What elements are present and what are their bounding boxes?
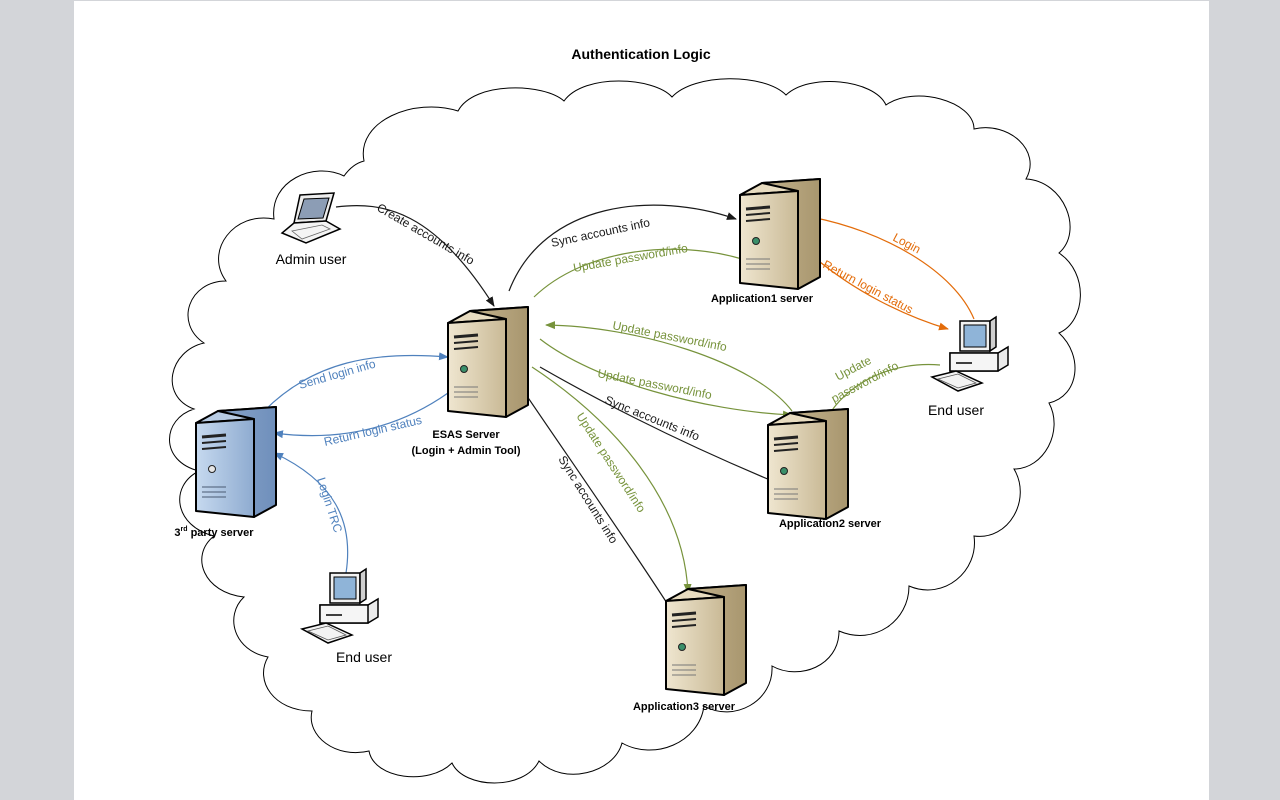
edge-sync-app3 bbox=[513, 376, 673, 612]
edge-label-return-login-status-app: Return login status bbox=[821, 257, 916, 316]
app3-server-label: Application3 server bbox=[633, 701, 736, 713]
esas-server-label-line1: ESAS Server bbox=[432, 429, 500, 441]
edge-create-accounts bbox=[335, 205, 495, 307]
app1-server-icon bbox=[738, 177, 822, 291]
end-user-right-label: End user bbox=[928, 402, 984, 418]
edge-label-update-from-app1: Update password/info bbox=[572, 241, 689, 275]
edge-label-create-accounts: Create accounts info bbox=[375, 200, 478, 267]
esas-server-label-line2: (Login + Admin Tool) bbox=[411, 445, 520, 457]
edge-label-update-to-esas: Update password/info bbox=[611, 318, 728, 354]
cloud-boundary bbox=[169, 78, 1081, 784]
end-user-bottom-label: End user bbox=[336, 649, 392, 665]
edge-update-to-esas bbox=[545, 321, 793, 412]
app3-server-icon bbox=[664, 583, 748, 697]
app2-server-icon bbox=[766, 407, 850, 521]
third-party-server-icon bbox=[194, 405, 278, 519]
edge-update-to-app2 bbox=[539, 338, 793, 419]
diagram-title: Authentication Logic bbox=[571, 46, 710, 62]
edge-return-login-status-app bbox=[813, 256, 949, 331]
edge-update-to-app3 bbox=[531, 366, 692, 594]
edge-label-login-trc: Login TRC bbox=[314, 476, 345, 535]
app1-server-label: Application1 server bbox=[711, 293, 814, 305]
admin-user-label: Admin user bbox=[276, 251, 347, 267]
edge-update-from-app1 bbox=[533, 248, 743, 298]
edge-label-send-login-info: Send login info bbox=[297, 356, 377, 391]
edge-label-return-login-status-third: Return login status bbox=[323, 413, 424, 449]
authentication-diagram: Authentication Logic Create accounts inf… bbox=[169, 46, 1081, 784]
end-user-bottom-workstation-icon bbox=[301, 568, 379, 644]
edge-login bbox=[810, 214, 975, 320]
document-page: Authentication Logic Create accounts inf… bbox=[74, 1, 1209, 800]
admin-user-laptop-icon bbox=[281, 192, 341, 244]
edge-return-login-status-third bbox=[273, 392, 449, 439]
edge-sync-app1 bbox=[508, 204, 737, 292]
esas-server-icon bbox=[446, 305, 530, 419]
edge-send-login-info bbox=[263, 352, 449, 412]
third-party-server-label: 3rd party server bbox=[174, 526, 254, 539]
edge-sync-app2 bbox=[539, 366, 783, 486]
app2-server-label: Application2 server bbox=[779, 518, 882, 530]
edge-label-sync-app1: Sync accounts info bbox=[550, 215, 652, 250]
edge-login-trc bbox=[273, 452, 349, 574]
